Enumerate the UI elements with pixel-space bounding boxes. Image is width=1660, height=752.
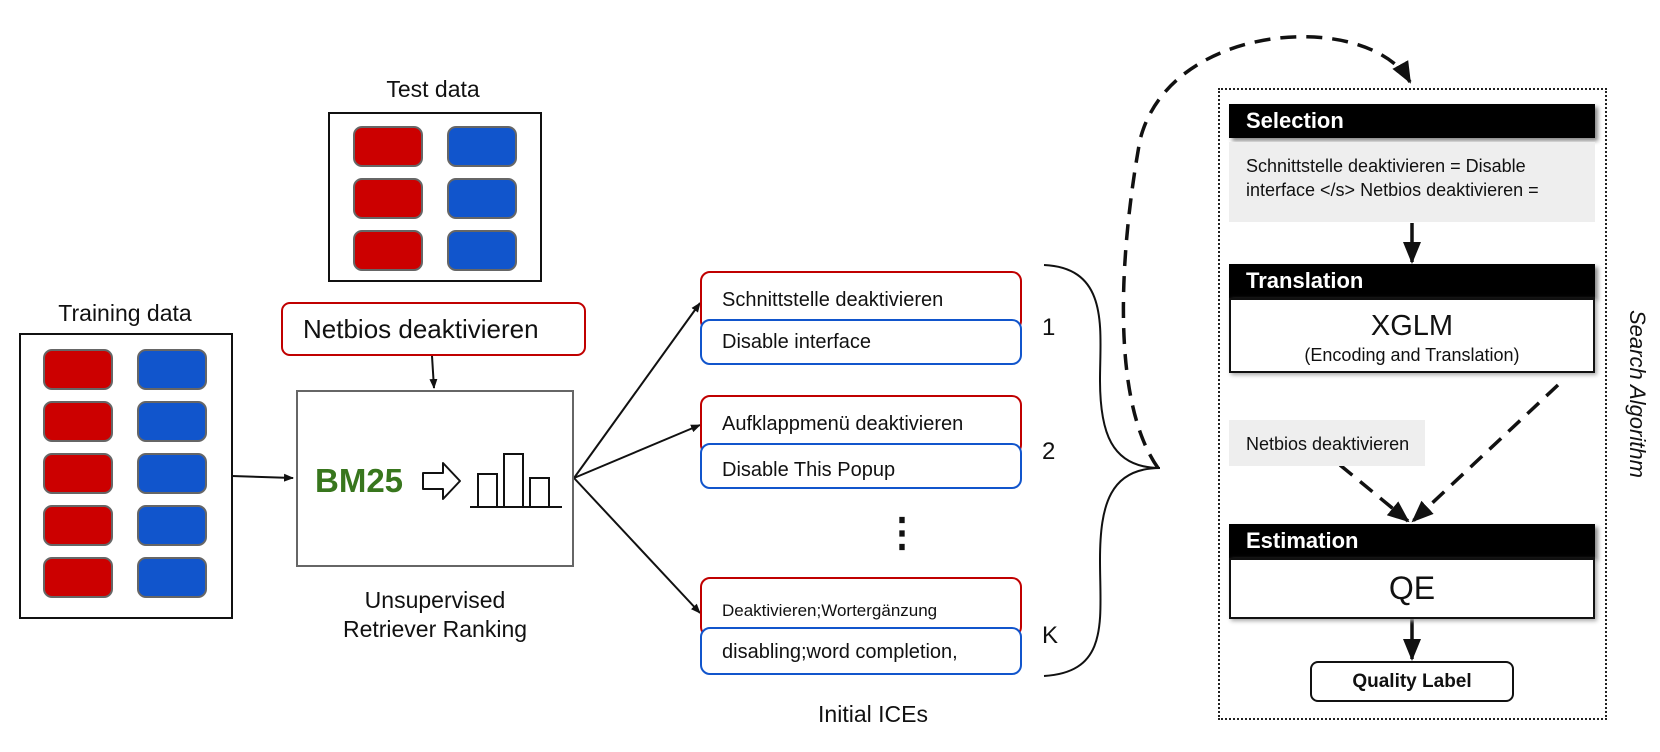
ice-rank: 2 [1042,438,1056,465]
training-source-cell [43,401,113,442]
source-input-box: Netbios deaktivieren [1229,420,1425,466]
training-target-cell [137,349,207,390]
selection-prompt-line2: interface </s> Netbios deaktivieren = [1246,180,1539,200]
retriever-to-ice2-arrow [573,424,701,479]
bm25-label: BM25 [315,462,404,499]
test-source-cell [353,126,423,167]
retriever-box: BM25 [296,390,574,567]
test-data-panel [328,112,542,282]
query-box: Netbios deaktivieren [281,302,586,356]
training-source-cell [43,557,113,598]
training-source-cell [43,453,113,494]
estimation-metric-box: QE [1229,558,1595,619]
retriever-to-iceK-arrow [573,477,701,614]
ice-rank: K [1042,622,1059,649]
training-target-cell [137,401,207,442]
translation-header: Translation [1229,264,1595,298]
retriever-caption-line1: Unsupervised [364,587,506,613]
test-source-cell [353,178,423,219]
test-data-title: Test data [386,76,480,102]
query-to-retriever-arrow [429,355,438,389]
quality-label-text: Quality Label [1352,671,1472,692]
arrow-right-icon [422,462,461,500]
training-target-cell [137,557,207,598]
source-to-estimation-arrow [1338,463,1410,523]
ice-brace [1043,264,1161,677]
translation-to-estimation-arrow [1411,383,1560,523]
test-target-cell [447,178,517,219]
translation-note: (Encoding and Translation) [1304,345,1520,365]
test-target-cell [447,126,517,167]
selection-prompt: Schnittstelle deaktivieren = Disable int… [1229,142,1595,222]
training-target-cell [137,505,207,546]
training-data-panel [19,333,233,619]
ice-target: Disable This Popup [700,443,1022,489]
ice-target: disabling;word completion, [700,627,1022,675]
retriever-caption-line2: Retriever Ranking [342,616,528,642]
training-target-cell [137,453,207,494]
source-input-text: Netbios deaktivieren [1246,434,1410,454]
search-algorithm-box [1218,88,1607,720]
training-to-retriever-arrow [231,473,294,482]
selection-header: Selection [1229,104,1595,138]
quality-label-box: Quality Label [1310,661,1514,702]
histogram-icon [470,453,562,508]
search-algorithm-title: Search Algorithm [1625,310,1650,478]
training-source-cell [43,505,113,546]
ices-caption: Initial ICEs [818,701,928,727]
query-text: Netbios deaktivieren [303,314,539,344]
test-target-cell [447,230,517,271]
translation-model: XGLM [1370,310,1454,342]
selection-prompt-line1: Schnittstelle deaktivieren = Disable [1246,156,1526,176]
test-source-cell [353,230,423,271]
ice-target: Disable interface [700,319,1022,365]
retriever-to-ice1-arrow [573,302,701,479]
training-source-cell [43,349,113,390]
estimation-header: Estimation [1229,524,1595,558]
estimation-metric: QE [1388,570,1436,606]
ice-rank: 1 [1042,314,1056,341]
brace-to-search-arrow [1121,35,1412,470]
ice-ellipsis: ⋮ [882,511,922,555]
training-data-title: Training data [58,300,192,326]
translation-model-box: XGLM (Encoding and Translation) [1229,298,1595,373]
